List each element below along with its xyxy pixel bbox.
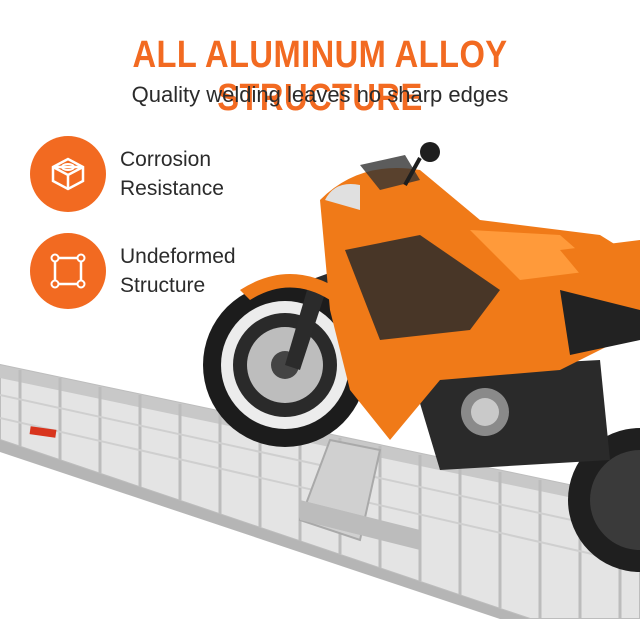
warning-label xyxy=(29,426,57,438)
page-title: ALL ALUMINUM ALLOY STRUCTURE xyxy=(132,34,508,119)
page-subtitle: Quality welding leaves no sharp edges xyxy=(131,82,509,107)
hex-nut-icon xyxy=(30,136,106,212)
frame-square-icon xyxy=(30,233,106,309)
feature-line2: Structure xyxy=(120,274,206,297)
feature-label: Undeformed Structure xyxy=(120,242,236,300)
feature-line2: Resistance xyxy=(120,177,224,200)
feature-corrosion-resistance: Corrosion Resistance xyxy=(30,136,224,212)
feature-line1: Corrosion xyxy=(120,148,212,171)
orange-motorcycle xyxy=(203,142,640,572)
feature-line1: Undeformed xyxy=(120,245,236,268)
feature-label: Corrosion Resistance xyxy=(120,145,224,203)
feature-undeformed-structure: Undeformed Structure xyxy=(30,233,236,309)
product-scene xyxy=(0,142,640,619)
